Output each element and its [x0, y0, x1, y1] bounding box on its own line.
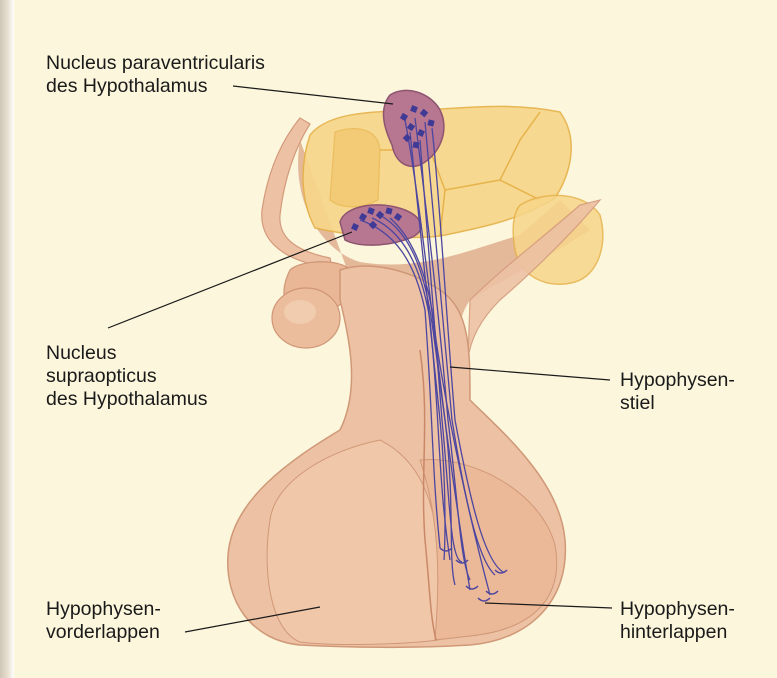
label-stiel-line1: Hypophysen- — [620, 369, 735, 392]
label-paraventricularis: Nucleus paraventricularis des Hypothalam… — [46, 52, 265, 98]
label-hinterlappen-line1: Hypophysen- — [620, 598, 735, 621]
label-vorderlappen-line1: Hypophysen- — [46, 598, 161, 621]
label-supraopticus-line3: des Hypothalamus — [46, 388, 208, 411]
label-stiel-line2: stiel — [620, 392, 735, 415]
label-hinterlappen: Hypophysen- hinterlappen — [620, 598, 735, 644]
label-supraopticus-line2: supraopticus — [46, 365, 208, 388]
label-supraopticus: Nucleus supraopticus des Hypothalamus — [46, 342, 208, 411]
label-vorderlappen-line2: vorderlappen — [46, 621, 161, 644]
label-supraopticus-line1: Nucleus — [46, 342, 208, 365]
label-paraventricularis-line1: Nucleus paraventricularis — [46, 52, 265, 75]
label-hinterlappen-line2: hinterlappen — [620, 621, 735, 644]
label-vorderlappen: Hypophysen- vorderlappen — [46, 598, 161, 644]
label-stiel: Hypophysen- stiel — [620, 369, 735, 415]
nucleus-supraopticus — [340, 205, 421, 245]
label-paraventricularis-line2: des Hypothalamus — [46, 75, 265, 98]
